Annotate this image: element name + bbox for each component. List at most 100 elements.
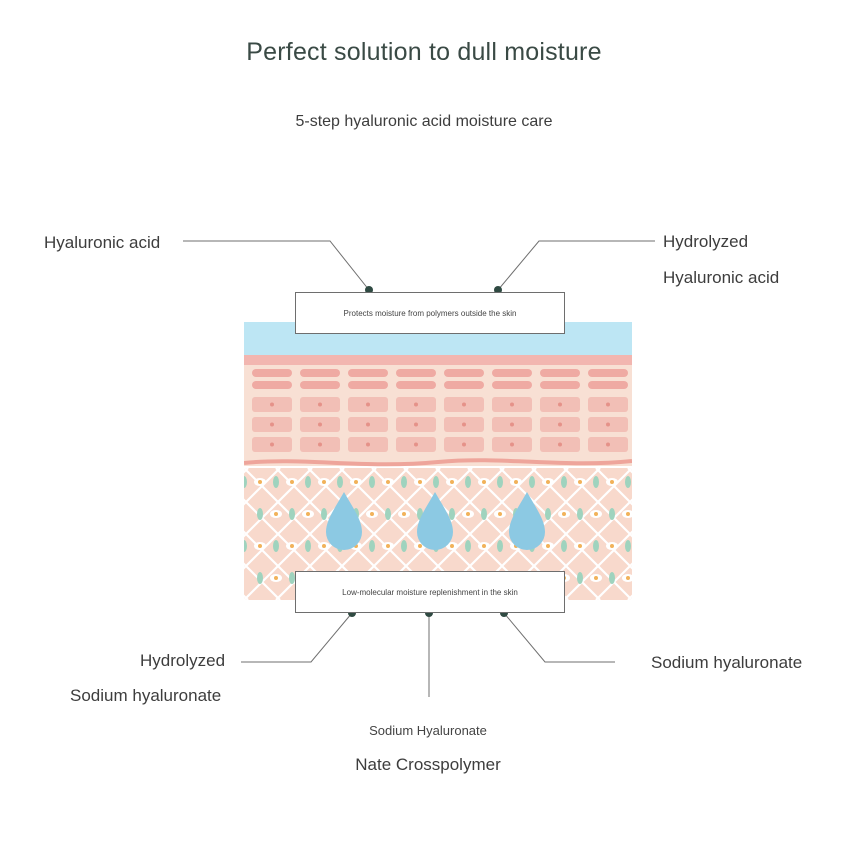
flat-cell [252,369,292,377]
lattice-nucleus [306,512,310,516]
fiber-node [305,540,311,552]
flat-cell [396,369,436,377]
fiber-node [577,572,583,584]
cell-nucleus [606,442,610,447]
fiber-node [593,540,599,552]
fiber-node [625,540,631,552]
flat-cell [540,369,580,377]
droplet-icon [509,492,545,550]
flat-cell [252,381,292,389]
leader-bottom-right [503,612,615,663]
cell-nucleus [318,422,322,427]
cell-nucleus [558,402,562,407]
cell-nucleus [510,402,514,407]
fiber-node [593,476,599,488]
lattice-nucleus [450,544,454,548]
flat-cell [300,381,340,389]
fiber-node [481,508,487,520]
lattice-nucleus [466,512,470,516]
cell-nucleus [270,442,274,447]
flat-cell [348,369,388,377]
lattice-nucleus [626,512,630,516]
lattice-nucleus [418,480,422,484]
fiber-node [625,476,631,488]
flat-cell [300,369,340,377]
lattice-nucleus [290,480,294,484]
callout-bottom: Low-molecular moisture replenishment in … [295,571,565,613]
cell-nucleus [366,442,370,447]
cell-nucleus [510,422,514,427]
label-hydrolyzed-hyaluronic-acid: Hyaluronic acid [663,268,780,287]
flat-cell [588,369,628,377]
fiber-node [257,508,263,520]
lattice-nucleus [514,480,518,484]
lattice-nucleus [322,480,326,484]
cell-nucleus [510,442,514,447]
cell-nucleus [318,402,322,407]
lattice-nucleus [258,480,262,484]
flat-cell [348,381,388,389]
fiber-node [273,476,279,488]
flat-cell-row [252,369,628,389]
label-hyaluronic-acid: Hyaluronic acid [44,233,161,252]
lattice-nucleus [418,544,422,548]
lattice-nucleus [386,480,390,484]
lattice-nucleus [546,544,550,548]
fiber-node [433,476,439,488]
flat-cell [588,381,628,389]
fiber-node [465,476,471,488]
label-nate-crosspolymer: Nate Crosspolymer [355,755,501,774]
cell-nucleus [414,442,418,447]
lattice-line [563,530,632,600]
fiber-node [529,476,535,488]
lattice-nucleus [450,480,454,484]
fiber-node [369,476,375,488]
flat-cell [492,369,532,377]
cell-nucleus [366,422,370,427]
fiber-node [401,476,407,488]
fiber-node [609,508,615,520]
lattice-line [244,467,313,538]
label-sodium-hyaluronate: Sodium hyaluronate [651,653,803,672]
fiber-node [561,540,567,552]
lattice-nucleus [274,576,278,580]
label-hydrolyzed-bottom: Hydrolyzed [140,651,226,670]
lattice-line [595,562,632,600]
cell-nucleus [414,402,418,407]
lattice-nucleus [546,480,550,484]
lattice-nucleus [402,512,406,516]
cell-nucleus [414,422,418,427]
lattice-line [244,467,345,570]
cell-nucleus [366,402,370,407]
moisture-droplets [326,492,545,550]
lattice-nucleus [498,512,502,516]
fiber-node [244,540,247,552]
droplet-icon [417,492,453,550]
cell-nucleus [606,422,610,427]
fiber-node [465,540,471,552]
label-hydrolyzed-top: Hydrolyzed [663,232,749,251]
lattice-nucleus [562,512,566,516]
fiber-node [609,572,615,584]
cell-nucleus [558,422,562,427]
cell-nucleus [270,402,274,407]
lattice-nucleus [594,576,598,580]
basal-membrane [244,458,632,467]
leader-top-right [497,240,655,291]
lattice-nucleus [610,480,614,484]
label-sodium-hyaluronate-cross: Sodium Hyaluronate [369,723,487,738]
lattice-line [595,467,632,506]
lattice-nucleus [482,480,486,484]
cell-nucleus [462,422,466,427]
callout-top: Protects moisture from polymers outside … [295,292,565,334]
lattice-nucleus [386,544,390,548]
lattice-nucleus [354,480,358,484]
cell-nucleus [606,402,610,407]
cell-nucleus [462,402,466,407]
fiber-node [273,540,279,552]
lattice-nucleus [578,544,582,548]
lattice-line [244,467,281,506]
lattice-nucleus [482,544,486,548]
fiber-node [244,476,247,488]
